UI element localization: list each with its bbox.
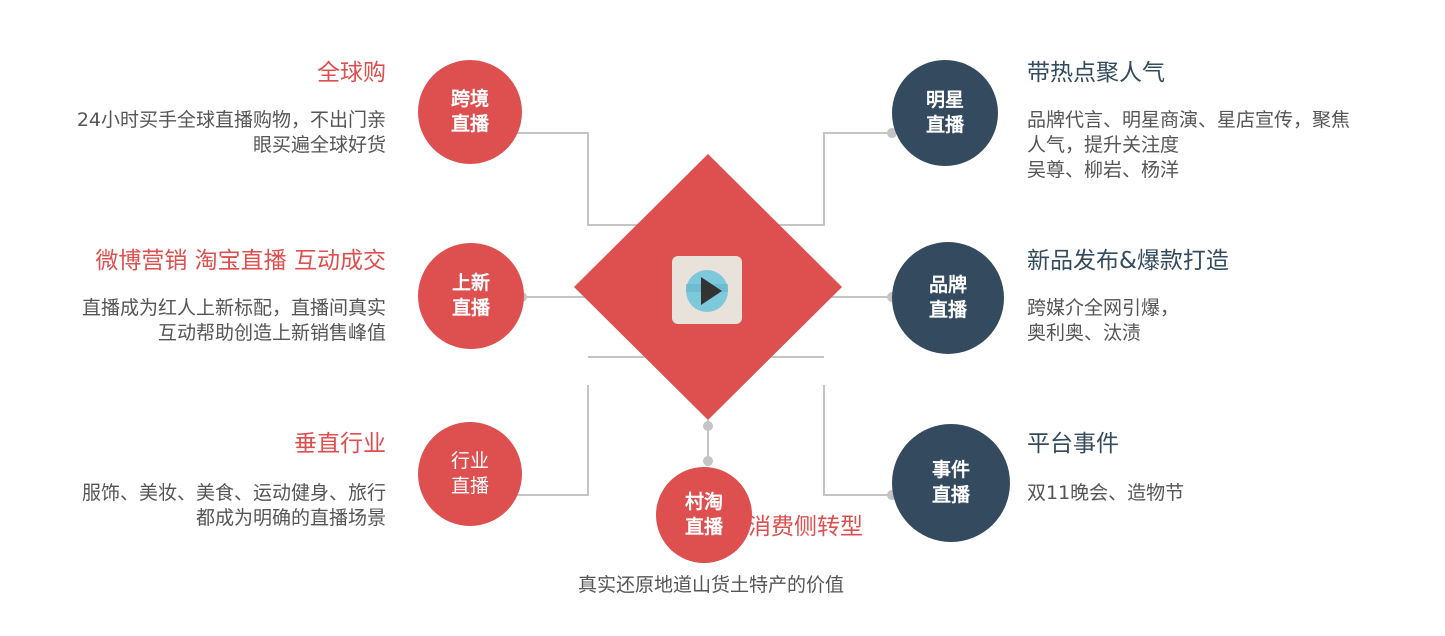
heading-vertical-industry: 垂直行业 [294,431,386,457]
circle-label-line2: 直播 [450,475,489,497]
body-platform-events: 双11晚会、造物节 [1027,482,1185,504]
circle-new-arrival-live: 上新 直播 [418,243,524,349]
circle-celebrity-live: 明星 直播 [892,60,998,166]
circle-label-line2: 直播 [450,113,489,135]
play-icon [686,270,728,312]
body-global-shopping: 24小时买手全球直播购物，不出门亲 眼买遍全球好货 [76,109,386,156]
circle-label-line1: 事件 [931,459,970,481]
heading-platform-events: 平台事件 [1027,431,1119,457]
circle-label-line2: 直播 [931,484,970,506]
circle-label-line2: 直播 [925,114,964,136]
body-new-arrival: 直播成为红人上新标配，直播间真实 互动帮助创造上新销售峰值 [81,297,386,344]
heading-hot-topics: 带热点聚人气 [1027,60,1165,86]
heading-consumer-transformation: 消费侧转型 [748,514,863,540]
circle-label-line1: 行业 [450,450,489,472]
circle-label-line1: 跨境 [450,88,489,110]
circle-brand-live: 品牌 直播 [892,242,1004,354]
body-rural-specialty: 真实还原地道山货土特产的价值 [578,574,845,596]
heading-new-product-launch: 新品发布&爆款打造 [1027,248,1229,274]
circle-cross-border-live: 跨境 直播 [418,60,522,164]
circle-event-live: 事件 直播 [892,424,1010,542]
play-button[interactable] [672,256,742,324]
circle-label-line1: 明星 [925,89,964,111]
circle-label-line1: 上新 [451,272,490,294]
circle-label-line2: 直播 [684,516,723,538]
heading-weibo-taobao: 微博营销 淘宝直播 互动成交 [95,248,386,274]
circle-label-line1: 品牌 [928,274,967,296]
heading-global-shopping: 全球购 [317,60,386,86]
circle-label-line2: 直播 [928,299,967,321]
circle-rural-taobao-live: 村淘 直播 [656,467,752,563]
body-vertical-industry: 服饰、美妆、美食、运动健身、旅行 都成为明确的直播场景 [81,482,386,529]
circle-industry-live: 行业 直播 [418,422,522,526]
circle-label-line1: 村淘 [684,491,723,513]
body-brand: 跨媒介全网引爆， 奥利奥、汰渍 [1027,297,1180,344]
circle-label-line2: 直播 [451,297,490,319]
body-celebrity: 品牌代言、明星商演、星店宣传，聚焦 人气，提升关注度 吴尊、柳岩、杨洋 [1027,109,1351,181]
